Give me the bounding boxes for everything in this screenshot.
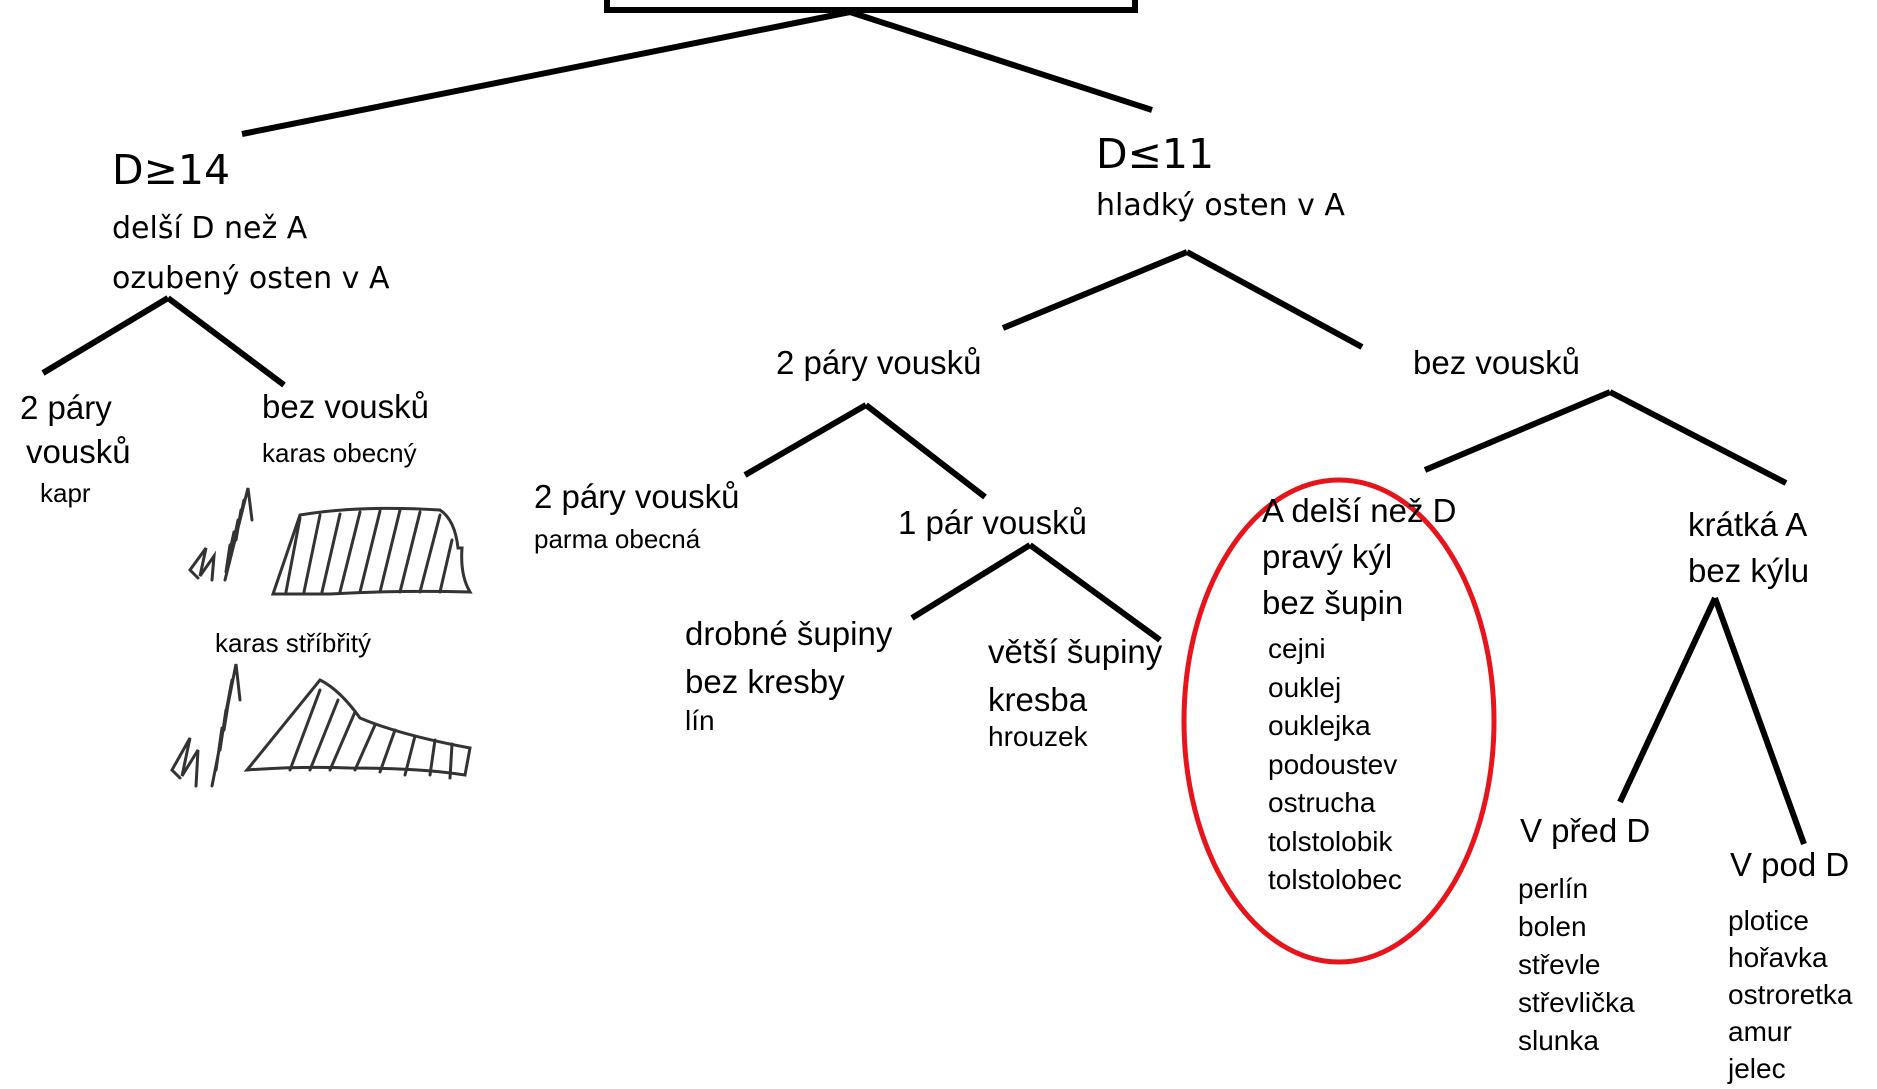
short-anal-label-line-1: krátká A (1688, 506, 1808, 543)
list-item: střevle (1518, 949, 1601, 980)
left-a-label-line-2: vousků (26, 433, 131, 470)
edge-two-a (743, 402, 868, 478)
one-pair-b-label-line-1: větší šupiny (988, 633, 1163, 670)
two-pairs-a-species: parma obecná (534, 524, 701, 554)
list-item: hořavka (1728, 942, 1828, 973)
list-item: ouklejka (1268, 710, 1371, 741)
one-pair-label: 1 pár vousků (898, 504, 1087, 541)
left-a-label-line-1: 2 páry (20, 389, 112, 426)
edge-none-b (1608, 389, 1788, 486)
edge-short-a (1617, 596, 1718, 804)
pelvic-under-dorsal-species: plotice hořavka ostroretka amur jelec (1728, 902, 1853, 1087)
one-pair-b-label: větší šupiny kresba (988, 628, 1162, 724)
right-branch-title: D≤11 (1096, 130, 1215, 178)
one-pair-a-species: lín (685, 705, 715, 736)
edge-right-none (1185, 249, 1364, 350)
highlight-ellipse (1181, 477, 1497, 965)
one-pair-b-species: hrouzek (988, 721, 1088, 752)
edge-root-left (241, 9, 851, 137)
root-box (604, 0, 1138, 13)
edge-short-b (1712, 596, 1807, 846)
list-item: perlín (1518, 873, 1589, 904)
left-criterion-2: ozubený osten v A (112, 261, 390, 296)
fin-sketch-karas-obecny (188, 487, 473, 596)
highlight-species-list: cejni ouklej ouklejka podoustev ostrucha… (1268, 630, 1402, 900)
one-pair-a-label: drobné šupiny bez kresby (685, 610, 892, 706)
list-item: plotice (1728, 905, 1809, 936)
highlight-label-line-1: A delší než D (1262, 492, 1457, 529)
list-item: tolstolobec (1268, 864, 1402, 895)
one-pair-a-label-line-1: drobné šupiny (685, 615, 893, 652)
left-a-label: 2 páry vousků (20, 386, 131, 474)
edge-left-a (41, 295, 170, 376)
left-c-species: karas stříbřitý (215, 628, 372, 658)
edge-two-b (864, 402, 987, 500)
pelvic-before-dorsal-label: V před D (1520, 812, 1651, 849)
list-item: amur (1728, 1016, 1792, 1047)
left-b-label: bez vousků (262, 388, 429, 425)
highlight-group-label: A delší než D pravý kýl bez šupin (1262, 488, 1456, 626)
list-item: podoustev (1268, 748, 1398, 780)
list-item: ostrucha (1268, 787, 1376, 818)
pelvic-under-dorsal-label: V pod D (1730, 846, 1850, 883)
one-pair-b-label-line-2: kresba (988, 681, 1088, 718)
left-branch-title: D≥14 (112, 146, 231, 194)
edge-left-b (166, 295, 286, 388)
list-item: jelec (1728, 1053, 1786, 1084)
one-pair-a-label-line-2: bez kresby (685, 663, 845, 700)
short-anal-label-line-2: bez kýlu (1688, 552, 1810, 589)
list-item: ostroretka (1728, 979, 1853, 1010)
left-criterion-1: delší D než A (112, 211, 308, 246)
left-a-species: kapr (40, 478, 91, 508)
fin-sketch-karas-stribrity (170, 663, 472, 788)
two-pairs-a-label: 2 páry vousků (534, 478, 740, 515)
list-item: cejni (1268, 633, 1326, 664)
left-branch-criteria: delší D než A ozubený osten v A (112, 204, 390, 304)
edge-none-a (1423, 389, 1612, 473)
edge-one-a (910, 542, 1032, 621)
list-item: ouklej (1268, 671, 1342, 703)
list-item: tolstolobik (1268, 825, 1393, 857)
edge-root-right (849, 9, 1153, 113)
list-item: slunka (1518, 1025, 1599, 1056)
edge-one-b (1028, 542, 1162, 643)
highlight-label-line-2: pravý kýl (1262, 538, 1393, 575)
two-pairs-label: 2 páry vousků (776, 344, 982, 381)
list-item: bolen (1518, 911, 1587, 942)
short-anal-label: krátká A bez kýlu (1688, 502, 1809, 594)
highlight-label-line-3: bez šupin (1262, 584, 1404, 621)
no-barbels-label: bez vousků (1413, 344, 1580, 381)
left-b-species: karas obecný (262, 438, 417, 468)
edge-right-two (1001, 249, 1189, 331)
pelvic-before-dorsal-species: perlín bolen střevle střevlička slunka (1518, 870, 1635, 1060)
right-branch-criterion: hladký osten v A (1096, 188, 1345, 223)
list-item: střevlička (1518, 987, 1635, 1018)
